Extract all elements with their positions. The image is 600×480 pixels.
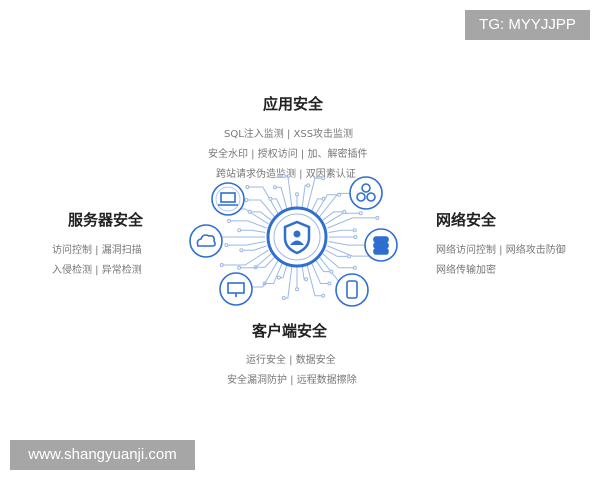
circuit-trace xyxy=(278,264,288,279)
circuit-node xyxy=(281,295,286,300)
circuit-trace xyxy=(315,260,332,273)
circuit-trace xyxy=(239,229,266,233)
circuit-node xyxy=(321,293,326,298)
circuit-node xyxy=(268,196,273,201)
watermark-top: TG: MYYJJPP xyxy=(465,10,590,40)
circuit-trace xyxy=(241,245,267,251)
circuit-node xyxy=(276,275,281,280)
circuit-trace xyxy=(315,194,340,214)
database-icon xyxy=(364,228,398,262)
circuit-trace xyxy=(325,212,361,225)
client-security-line: 运行安全 | 数据安全 xyxy=(246,355,336,366)
circuit-node xyxy=(244,198,249,203)
circuit-trace xyxy=(322,253,355,269)
server-security-title: 服务器安全 xyxy=(68,211,144,229)
circuit-node xyxy=(304,277,309,282)
circuit-lines xyxy=(210,174,380,300)
circuit-node xyxy=(237,228,242,233)
circuit-node xyxy=(281,174,286,179)
circuit-trace xyxy=(325,249,350,257)
monitor-icon xyxy=(219,272,253,306)
circuit-trace xyxy=(301,184,309,209)
molecule-icon xyxy=(349,176,383,210)
client-security-line: 安全漏洞防护 | 远程数据擦除 xyxy=(227,375,357,386)
circuit-trace xyxy=(311,198,324,212)
circuit-trace xyxy=(226,241,266,246)
circuit-node xyxy=(224,243,229,248)
circuit-trace xyxy=(246,199,275,217)
cloud-icon xyxy=(189,224,223,258)
circuit-trace xyxy=(306,177,324,210)
circuit-trace xyxy=(264,262,283,285)
circuit-trace xyxy=(255,257,275,268)
client-security-title: 客户端安全 xyxy=(252,322,328,340)
network-security-title: 网络安全 xyxy=(436,211,497,229)
circuit-trace xyxy=(247,186,279,214)
circuit-node xyxy=(321,176,326,181)
app-security-line: 跨站请求伪造监测 | 双因素认证 xyxy=(216,169,356,180)
circuit-node xyxy=(352,228,357,233)
circuit-trace xyxy=(322,211,345,221)
laptop-icon xyxy=(211,182,245,216)
server-security-line: 入侵检测 | 异常检测 xyxy=(52,265,142,276)
circuit-node xyxy=(247,209,252,214)
circuit-trace xyxy=(239,253,272,269)
app-security-line: SQL注入监测 | XSS攻击监测 xyxy=(224,129,354,140)
circuit-node xyxy=(237,265,242,270)
circuit-node xyxy=(347,254,352,259)
circuit-trace xyxy=(249,211,272,221)
app-security-title: 应用安全 xyxy=(263,95,324,113)
circuit-trace xyxy=(311,262,330,285)
circuit-node xyxy=(295,287,299,292)
app-security-line: 安全水印 | 授权访问 | 加、解密插件 xyxy=(208,149,368,160)
circuit-trace xyxy=(270,198,283,212)
circuit-node xyxy=(329,269,334,274)
circuit-node xyxy=(226,218,231,223)
network-security-line: 网络传输加密 xyxy=(436,265,496,276)
circuit-node xyxy=(352,265,357,270)
circuit-trace xyxy=(328,229,355,233)
circuit-node xyxy=(353,235,358,239)
circuit-node xyxy=(327,281,332,286)
circuit-node xyxy=(272,185,277,190)
server-security-line: 访问控制 | 漏洞扫描 xyxy=(52,245,142,256)
circuit-node xyxy=(375,215,380,220)
circuit-node xyxy=(306,183,311,188)
phone-icon xyxy=(335,273,369,307)
shield-user-icon xyxy=(266,206,328,268)
circuit-node xyxy=(239,248,244,253)
circuit-node xyxy=(245,185,250,190)
circuit-node xyxy=(358,211,363,216)
circuit-node xyxy=(219,263,224,268)
circuit-trace xyxy=(328,241,368,246)
circuit-trace xyxy=(306,264,324,297)
circuit-trace xyxy=(221,249,269,266)
circuit-trace xyxy=(327,217,378,229)
circuit-trace xyxy=(274,186,288,210)
watermark-bottom: www.shangyuanji.com xyxy=(10,440,195,470)
network-security-line: 网络访问控制 | 网络攻击防御 xyxy=(436,245,566,256)
circuit-trace xyxy=(228,220,267,229)
circuit-trace xyxy=(301,265,307,280)
circuit-node xyxy=(295,192,299,197)
